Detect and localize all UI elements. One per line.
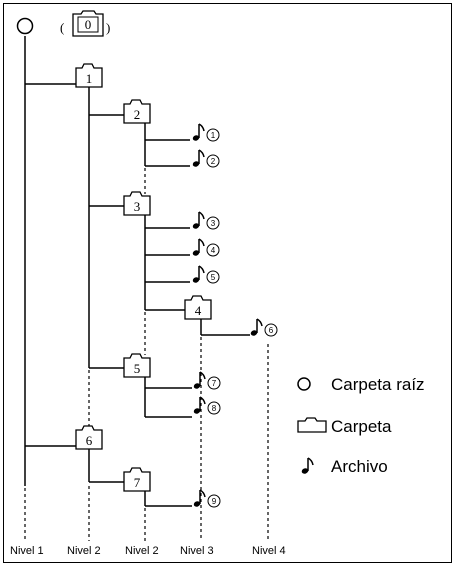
music-file-1: 1 — [192, 123, 220, 142]
music-note-icon — [192, 149, 205, 167]
folder-4: 4 — [184, 295, 212, 320]
music-note-icon — [193, 489, 206, 507]
root-folder-label: 0 — [85, 17, 92, 32]
level-label: Nivel 2 — [67, 545, 101, 557]
music-file-2: 2 — [192, 149, 220, 168]
legend-folder-label: Carpeta — [331, 417, 392, 436]
svg-text:(: ( — [60, 20, 64, 35]
svg-text:): ) — [106, 20, 110, 35]
file-number: 9 — [212, 497, 217, 506]
folder-7: 7 — [123, 467, 151, 492]
folder-label: 5 — [134, 361, 141, 376]
files: 1 2 3 4 5 6 7 8 9 — [192, 123, 278, 508]
music-note-icon — [192, 211, 205, 229]
music-note-icon — [192, 265, 205, 283]
folder-label: 3 — [134, 199, 141, 214]
folder-3: 3 — [123, 191, 151, 216]
legend-file-icon — [301, 457, 314, 474]
legend-folder-icon — [297, 417, 327, 433]
level-guides — [24, 168, 269, 541]
legend: Carpeta raíz Carpeta Archivo — [297, 375, 425, 476]
music-note-icon — [250, 318, 263, 336]
legend-file-label: Archivo — [331, 457, 388, 476]
music-file-4: 4 — [192, 238, 220, 257]
music-note-icon — [193, 371, 206, 389]
music-note-icon — [193, 396, 206, 414]
folders: 1 2 3 4 5 6 7 — [75, 63, 212, 492]
music-file-3: 3 — [192, 211, 220, 230]
folder-2: 2 — [123, 99, 151, 124]
file-number: 7 — [212, 379, 217, 388]
music-file-5: 5 — [192, 265, 220, 284]
folder-5: 5 — [123, 353, 151, 378]
level-label: Nivel 1 — [10, 545, 44, 557]
file-number: 5 — [211, 273, 216, 282]
folder-1: 1 — [75, 63, 103, 88]
folder-label: 6 — [86, 433, 93, 448]
file-number: 2 — [211, 157, 216, 166]
level-labels: Nivel 1 Nivel 2 Nivel 2 Nivel 3 Nivel 4 — [10, 545, 286, 557]
music-file-7: 7 — [193, 371, 221, 390]
folder-label: 1 — [86, 71, 93, 86]
file-number: 6 — [269, 326, 274, 335]
folder-label: 4 — [195, 303, 202, 318]
music-file-9: 9 — [193, 489, 221, 508]
level-label: Nivel 4 — [252, 545, 286, 557]
file-number: 3 — [211, 219, 216, 228]
music-note-icon — [192, 123, 205, 141]
level-label: Nivel 3 — [180, 545, 214, 557]
music-file-6: 6 — [250, 318, 278, 337]
level-label: Nivel 2 — [125, 545, 159, 557]
diagram-frame — [3, 3, 452, 563]
legend-root-label: Carpeta raíz — [331, 375, 425, 394]
root-folder-label-group: ( 0 ) — [60, 10, 110, 37]
folder-label: 2 — [134, 107, 141, 122]
root-folder-icon — [16, 17, 34, 35]
folder-label: 7 — [134, 475, 141, 490]
file-number: 1 — [211, 131, 216, 140]
folder-6: 6 — [75, 425, 103, 450]
legend-root-icon — [297, 377, 311, 391]
tree-lines — [24, 36, 250, 507]
music-file-8: 8 — [193, 396, 221, 415]
music-note-icon — [192, 238, 205, 256]
file-number: 4 — [211, 246, 216, 255]
file-number: 8 — [212, 404, 217, 413]
